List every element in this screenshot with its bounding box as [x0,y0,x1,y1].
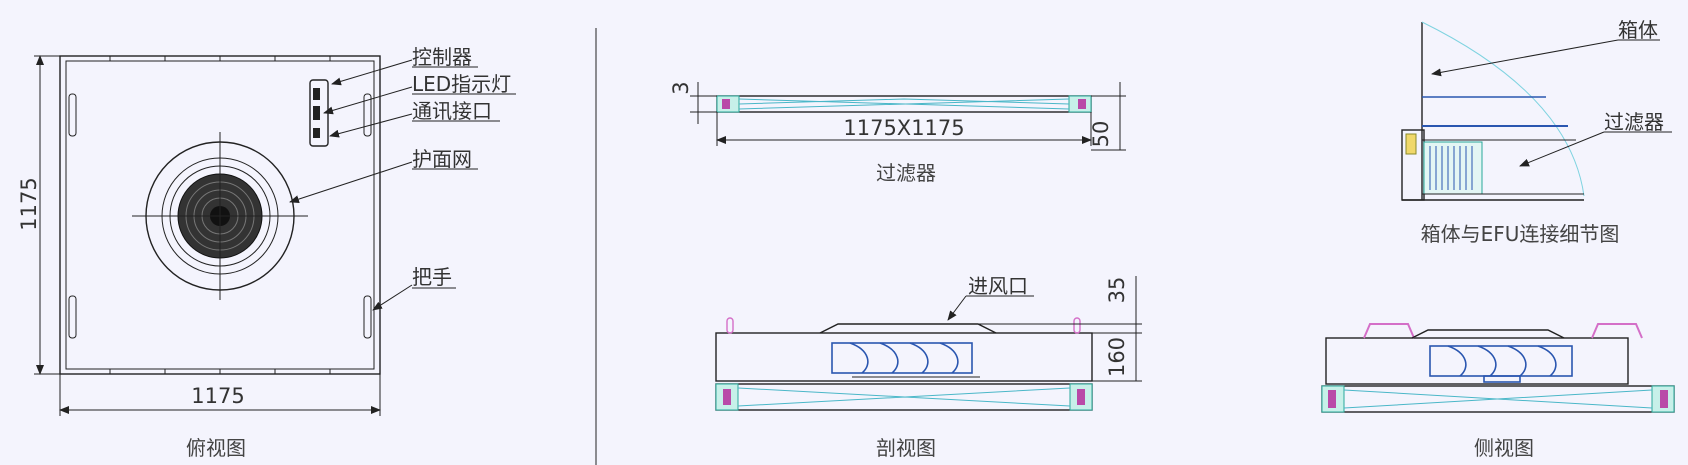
section-box [715,332,1093,382]
inlet-collar [819,323,997,334]
section-view: 35 160 进风口 剖视图 [715,274,1142,460]
detail-view-caption: 箱体与EFU连接细节图 [1421,222,1620,246]
callout-handle: 把手 [412,265,452,289]
led-indicator [313,88,320,100]
callout-guard: 护面网 [412,147,472,171]
dim-size-label: 1175X1175 [843,116,964,140]
side-handle-left [1363,323,1415,339]
dim-height-label: 1175 [17,177,41,230]
filter-view: 3 1175X1175 50 过滤器 [669,81,1126,185]
dim-width-label: 1175 [191,384,244,408]
top-view: 1175 1175 控制器 LED指示灯 通讯接口 护面网 把手 俯视图 [17,45,516,460]
top-view-caption: 俯视图 [186,436,246,460]
filter-view-caption: 过滤器 [876,161,936,185]
dim-top-label: 35 [1105,277,1129,304]
detail-view: 箱体 过滤器 箱体与EFU连接细节图 [1401,18,1672,246]
callout-controller: 控制器 [412,45,472,69]
fan-guard [132,132,308,300]
callout-inlet: 进风口 [968,274,1028,298]
handle-left-top [68,93,77,137]
comm-port [313,106,320,120]
callout-comm-port: 通讯接口 [412,99,492,123]
side-fan [1429,345,1573,383]
dim-thickness-label: 50 [1089,121,1113,148]
side-handle-right [1591,323,1643,339]
handle-right-top [363,93,372,137]
callout-filter: 过滤器 [1604,110,1664,134]
section-view-caption: 剖视图 [876,436,936,460]
handle-left-bottom [68,295,77,339]
detail-filter [1423,141,1483,195]
callout-box: 箱体 [1618,18,1658,42]
dim-height-label: 160 [1105,337,1129,377]
side-view: 侧视图 [1321,323,1675,460]
side-view-caption: 侧视图 [1474,436,1534,460]
handle-right-bottom [363,295,372,339]
dim-edge-label: 3 [669,81,693,94]
side-box [1325,337,1629,385]
section-fan [831,342,980,378]
callout-led: LED指示灯 [412,72,511,96]
